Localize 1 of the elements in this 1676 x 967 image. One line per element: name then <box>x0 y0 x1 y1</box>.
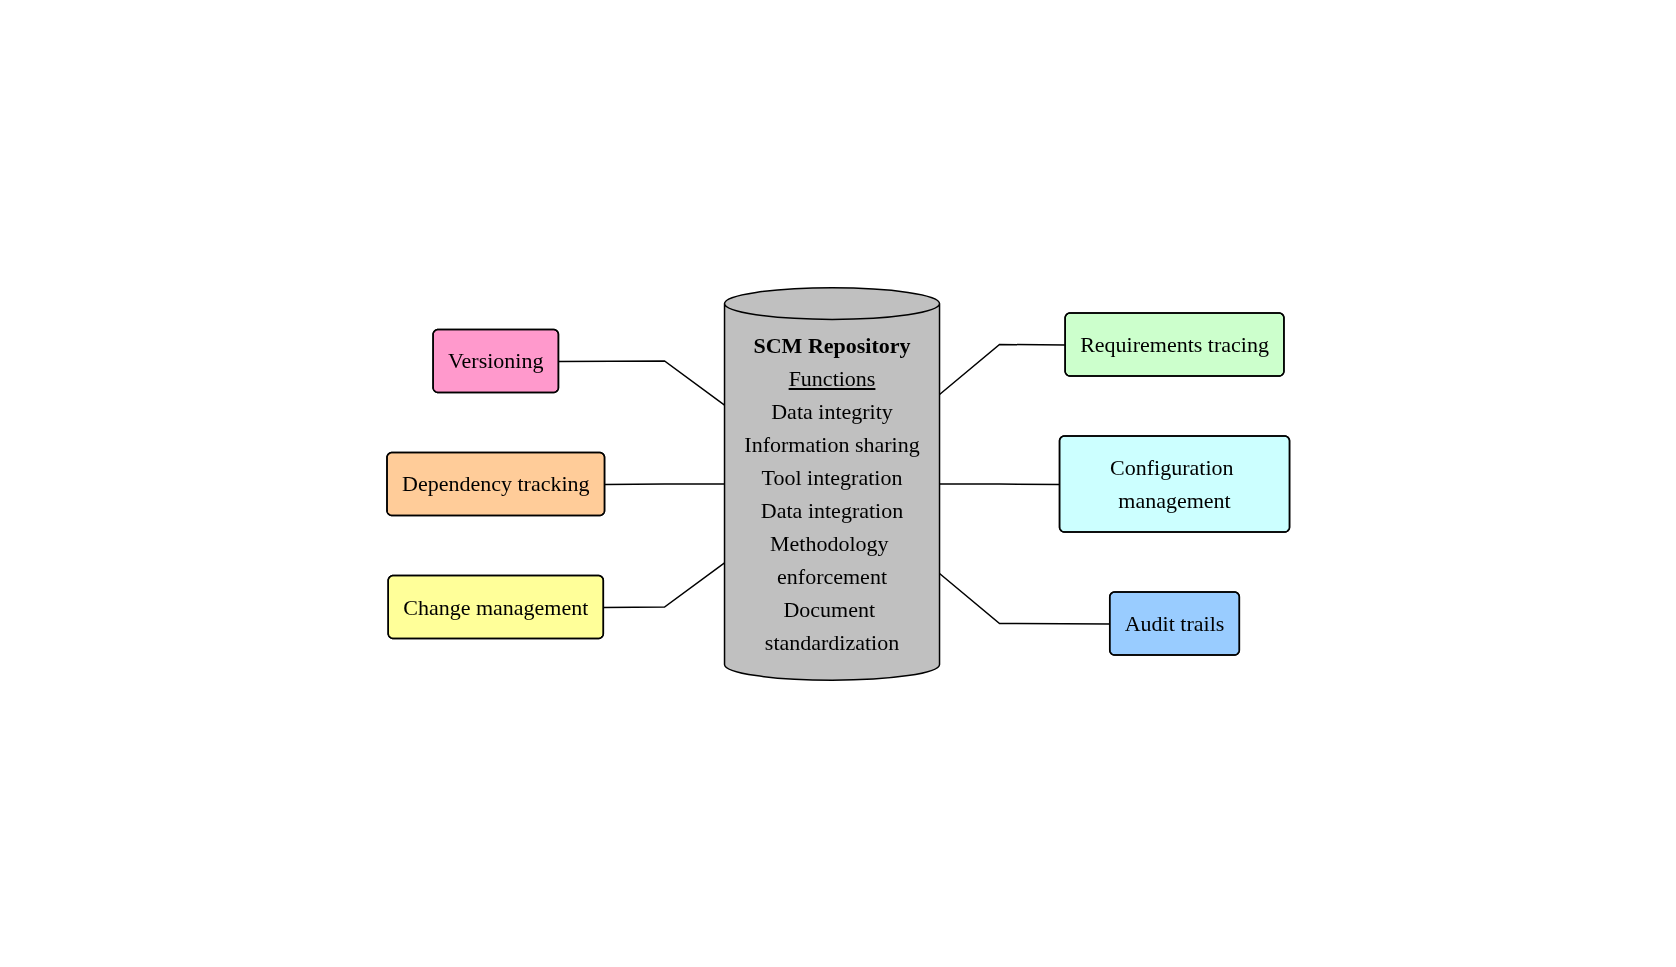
connector <box>604 482 725 485</box>
